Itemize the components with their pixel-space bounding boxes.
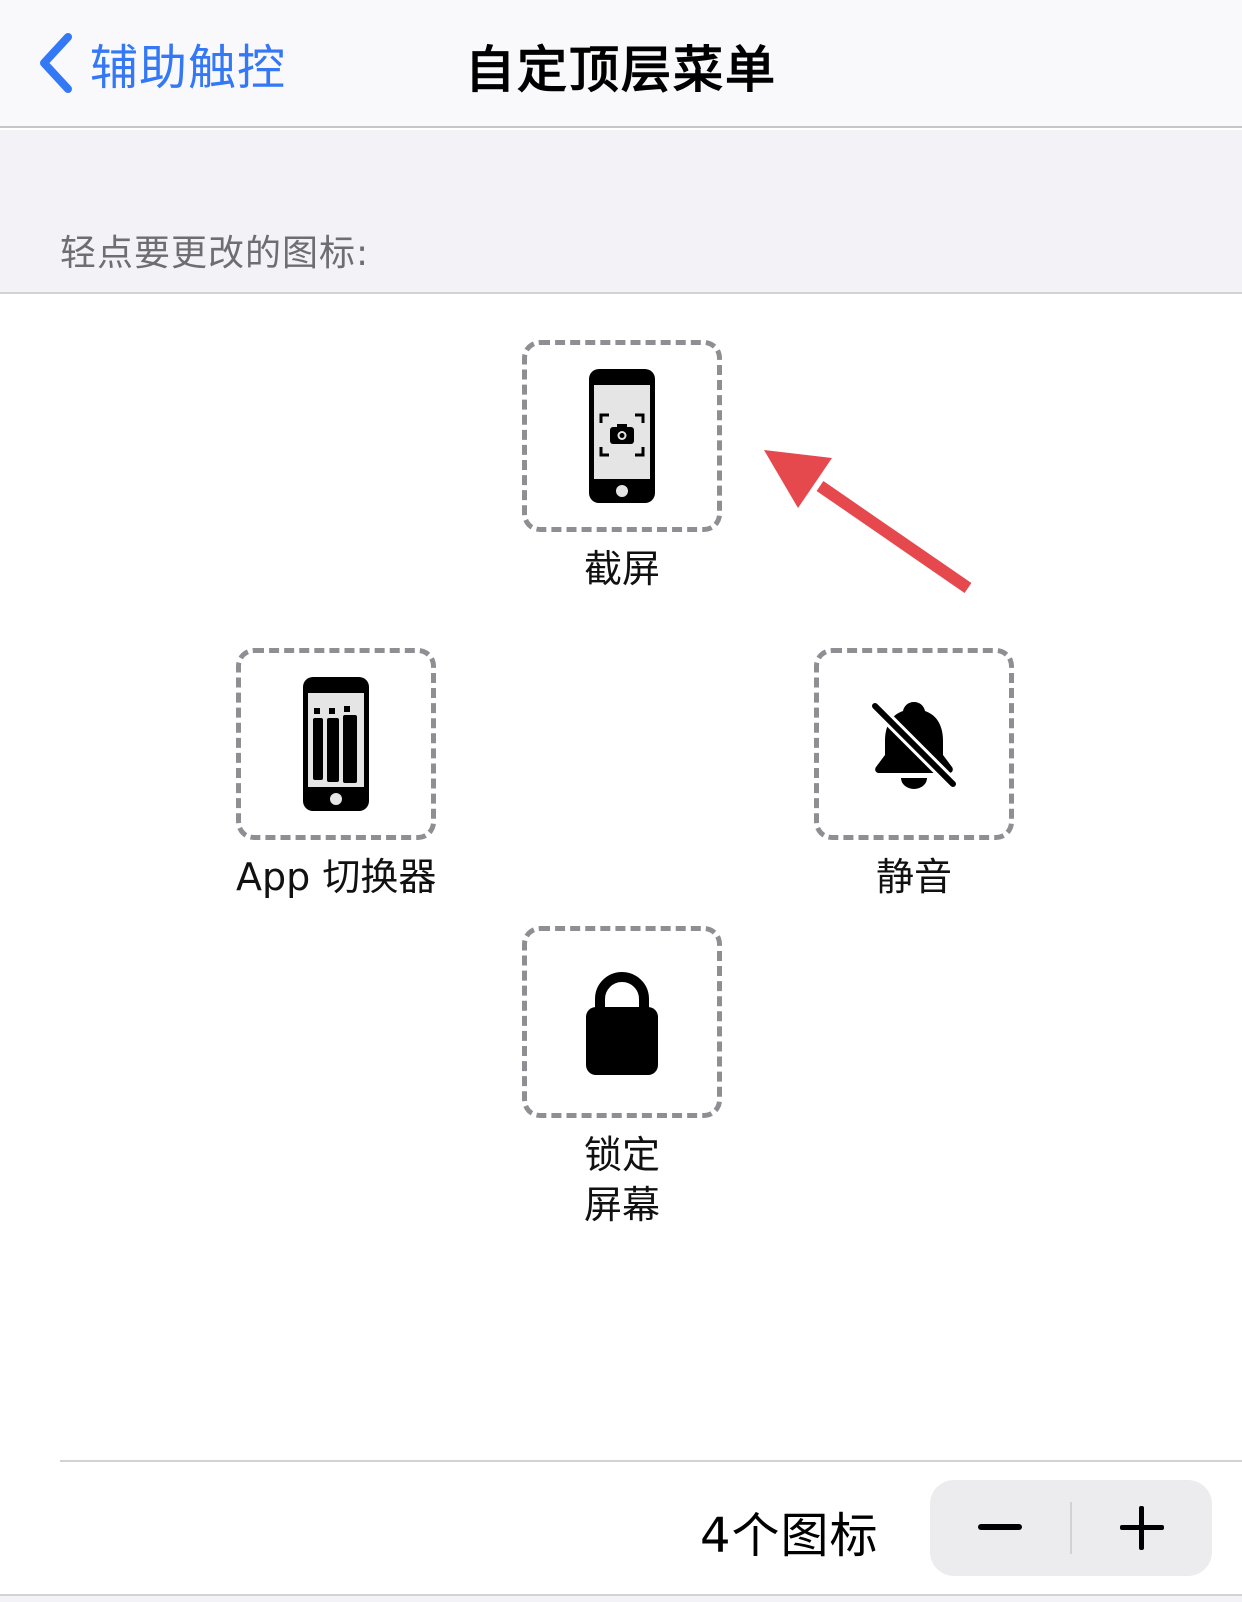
icon-count-stepper[interactable] (930, 1480, 1212, 1576)
mute-bell-icon (870, 701, 958, 789)
slot-label: 锁定 屏幕 (522, 1130, 722, 1230)
bottom-band (0, 1594, 1242, 1602)
icon-count-label: 4个图标 (700, 1508, 879, 1564)
minus-icon (978, 1524, 1022, 1530)
chevron-left-icon (40, 33, 72, 93)
slot-mute[interactable]: 静音 (814, 648, 1014, 902)
section-label: 轻点要更改的图标: (60, 233, 370, 274)
slot-label: App 切换器 (236, 855, 437, 899)
divider (60, 1460, 1242, 1462)
slot-label-line2: 屏幕 (583, 1183, 660, 1227)
page-title: 自定顶层菜单 (465, 41, 777, 99)
slot-app-switcher[interactable]: App 切换器 (236, 648, 436, 902)
app-switcher-icon (303, 677, 369, 811)
slot-box[interactable] (522, 340, 722, 532)
slot-label: 截屏 (583, 547, 660, 591)
stepper-separator (1070, 1502, 1072, 1554)
slot-box[interactable] (236, 648, 436, 840)
decrement-button[interactable] (930, 1480, 1070, 1576)
plus-icon (1120, 1506, 1164, 1550)
slot-label: 静音 (875, 855, 952, 899)
lock-icon (586, 972, 658, 1075)
slot-box[interactable] (814, 648, 1014, 840)
section-header: 轻点要更改的图标: (0, 130, 1242, 294)
increment-button[interactable] (1072, 1480, 1212, 1576)
slot-box[interactable] (522, 926, 722, 1118)
annotation-arrow-icon (764, 450, 972, 593)
slot-label-line1: 锁定 (583, 1133, 660, 1177)
screenshot-icon (589, 369, 655, 503)
slot-lock-screen[interactable]: 锁定 屏幕 (522, 926, 722, 1230)
back-button[interactable]: 辅助触控 (36, 28, 286, 98)
back-label: 辅助触控 (90, 40, 287, 96)
slot-screenshot[interactable]: 截屏 (522, 340, 722, 594)
navigation-bar: 辅助触控 自定顶层菜单 (0, 0, 1242, 128)
